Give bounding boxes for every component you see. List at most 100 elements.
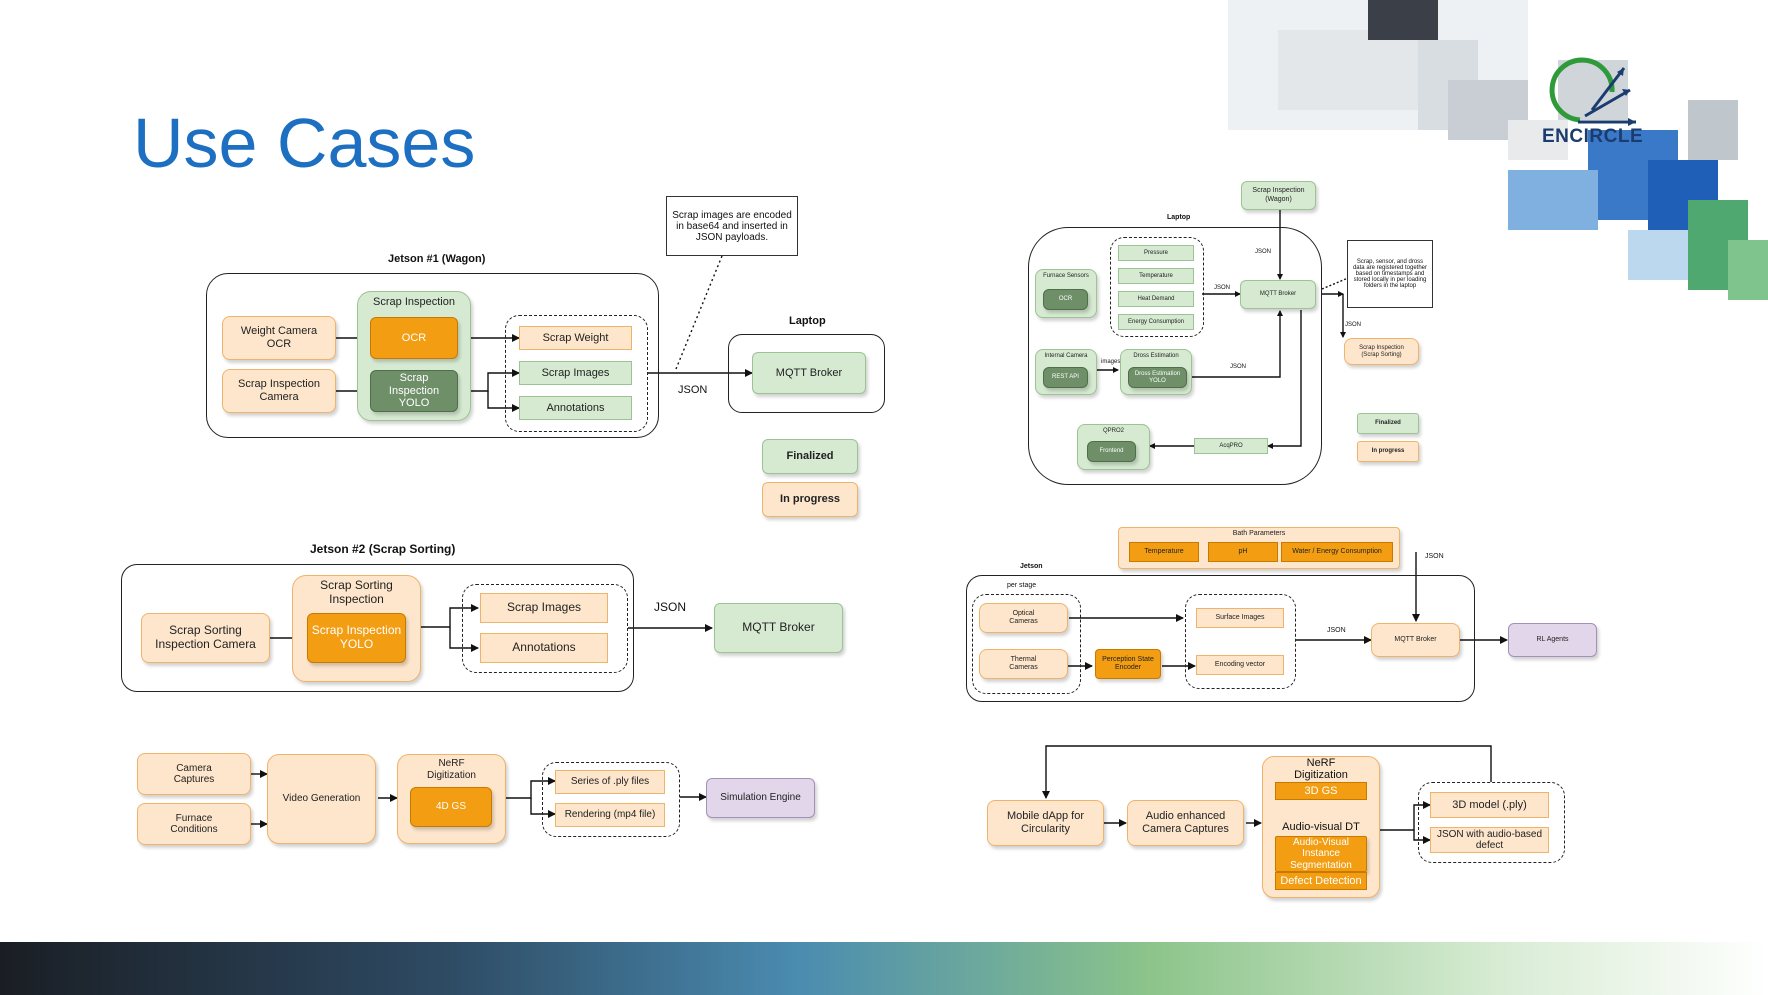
d5-water: Water / Energy Consumption	[1281, 542, 1393, 562]
d4-qpro2-label: QPRO2	[1102, 428, 1124, 434]
d3-nerf-label: NeRF Digitization	[427, 758, 476, 781]
d3-outputs-group	[542, 762, 680, 837]
d3-out-render: Rendering (mp4 file)	[555, 803, 665, 827]
page-title: Use Cases	[133, 104, 476, 182]
d5-temperature: Temperature	[1129, 542, 1199, 562]
legend-finalized: Finalized	[762, 439, 858, 474]
d5-mqtt-broker: MQTT Broker	[1371, 623, 1460, 657]
d5-rl-agents: RL Agents	[1508, 623, 1597, 657]
d4-json-b: JSON	[1214, 285, 1231, 291]
d3-simulation-engine: Simulation Engine	[706, 778, 815, 818]
d1-mqtt-broker: MQTT Broker	[752, 352, 866, 394]
d4-json-a: JSON	[1255, 249, 1272, 255]
d4-laptop-container	[1028, 227, 1322, 485]
d6-av-dt: Audio-visual DT	[1282, 821, 1360, 833]
d4-json-d: JSON	[1230, 364, 1247, 370]
d1-out-annotations: Annotations	[519, 396, 632, 420]
legend-in-progress: In progress	[762, 482, 858, 517]
d4-ocr: OCR	[1043, 289, 1088, 310]
d1-jetson-container	[206, 273, 659, 438]
logo-text: ENCIRCLE	[1542, 126, 1644, 147]
d5-encoder: Perception State Encoder	[1095, 649, 1161, 679]
d5-thermal: Thermal Cameras	[979, 649, 1068, 679]
d6-dapp: Mobile dApp for Circularity	[987, 800, 1104, 846]
legend-right-finalized: Finalized	[1357, 413, 1419, 434]
d2-outputs-group	[462, 584, 628, 673]
d1-laptop-title: Laptop	[789, 315, 826, 327]
d3-video-generation: Video Generation	[267, 754, 376, 844]
logo: ENCIRCLE	[1540, 52, 1650, 152]
d4-rest-api: REST API	[1043, 367, 1088, 388]
d1-yolo: Scrap Inspection YOLO	[370, 370, 458, 412]
d6-out-model: 3D model (.ply)	[1430, 792, 1549, 818]
d1-json-label: JSON	[678, 384, 708, 396]
d1-out-images: Scrap Images	[519, 361, 632, 385]
d4-acqpro: AcqPRO	[1194, 438, 1268, 454]
legend-right-in-progress: In progress	[1357, 441, 1419, 462]
d2-jetson-container	[121, 564, 634, 692]
d5-json: JSON	[1327, 627, 1346, 634]
d2-inspection-label: Scrap Sorting Inspection	[320, 578, 393, 606]
d1-laptop-container	[728, 334, 885, 413]
d3-4dgs: 4D GS	[410, 787, 492, 827]
d5-ph: pH	[1208, 542, 1278, 562]
d4-dross-yolo: Dross Estimation YOLO	[1128, 367, 1187, 388]
d1-note: Scrap images are encoded in base64 and i…	[666, 196, 798, 256]
d2-mqtt-broker: MQTT Broker	[714, 603, 843, 653]
d4-heat-demand: Heat Demand	[1118, 291, 1194, 307]
encircle-logo-icon	[1549, 57, 1636, 126]
d5-bath-label: Bath Parameters	[1232, 530, 1286, 537]
d6-nerf-label: NeRF Digitization	[1294, 757, 1348, 781]
d4-laptop-title: Laptop	[1167, 214, 1191, 221]
d2-out-annotations: Annotations	[480, 633, 608, 663]
d5-encoding: Encoding vector	[1196, 655, 1284, 675]
d5-per-stage: per stage	[1007, 582, 1037, 589]
d4-dross-label: Dross Estimation	[1133, 353, 1179, 359]
d3-camera-captures: Camera Captures	[137, 753, 251, 795]
d3-out-ply: Series of .ply files	[555, 770, 665, 794]
d1-container-title: Jetson #1 (Wagon)	[388, 253, 486, 265]
d5-json-top: JSON	[1425, 553, 1444, 560]
d2-container-title: Jetson #2 (Scrap Sorting)	[310, 542, 456, 556]
d4-wagon-top: Scrap Inspection (Wagon)	[1241, 181, 1316, 210]
d1-ocr: OCR	[370, 317, 458, 359]
d6-av-seg: Audio-Visual Instance Segmentation	[1275, 836, 1367, 872]
d4-json-c: JSON	[1345, 322, 1362, 328]
d2-json-label: JSON	[654, 600, 687, 614]
d4-mqtt-broker: MQTT Broker	[1240, 280, 1316, 309]
d5-cameras-group	[972, 594, 1081, 694]
d4-energy: Energy Consumption	[1118, 314, 1194, 330]
d1-out-weight: Scrap Weight	[519, 326, 632, 350]
d5-optical: Optical Cameras	[979, 603, 1068, 633]
d2-yolo: Scrap Inspection YOLO	[307, 613, 406, 663]
d4-furnace-sensors-label: Furnace Sensors	[1043, 273, 1089, 279]
d5-surface: Surface Images	[1196, 608, 1284, 628]
d4-images-label: images	[1101, 359, 1121, 365]
d4-internal-camera-label: Internal Camera	[1044, 353, 1088, 359]
d6-3dgs: 3D GS	[1275, 782, 1367, 800]
d4-temperature: Temperature	[1118, 268, 1194, 284]
d6-audio-cam: Audio enhanced Camera Captures	[1127, 800, 1244, 846]
d1-weight-camera: Weight Camera OCR	[222, 316, 336, 360]
d6-outputs-group	[1418, 782, 1565, 863]
background-decoration	[948, 0, 1768, 320]
d6-out-json: JSON with audio-based defect	[1430, 827, 1549, 853]
d4-sensors-group	[1110, 237, 1204, 337]
d5-jetson-title: Jetson	[1020, 563, 1043, 570]
d6-defect: Defect Detection	[1275, 872, 1367, 890]
d1-outputs-group	[505, 315, 648, 432]
footer-band	[0, 942, 1768, 995]
d4-pressure: Pressure	[1118, 245, 1194, 261]
d1-scrap-camera: Scrap Inspection Camera	[222, 369, 336, 413]
d2-out-images: Scrap Images	[480, 593, 608, 623]
d3-furnace-conditions: Furnace Conditions	[137, 803, 251, 845]
d4-frontend: Frontend	[1087, 441, 1136, 462]
d5-outputs-group	[1185, 594, 1296, 689]
d5-jetson-container	[966, 575, 1475, 702]
d4-note: Scrap, sensor, and dross data are regist…	[1347, 240, 1433, 308]
d2-camera: Scrap Sorting Inspection Camera	[141, 613, 270, 663]
d4-scrap-sorting: Scrap Inspection (Scrap Sorting)	[1344, 338, 1419, 365]
d4-qpro2-group: QPRO2	[1077, 424, 1150, 470]
d1-scrap-inspection-label: Scrap Inspection	[373, 296, 455, 308]
